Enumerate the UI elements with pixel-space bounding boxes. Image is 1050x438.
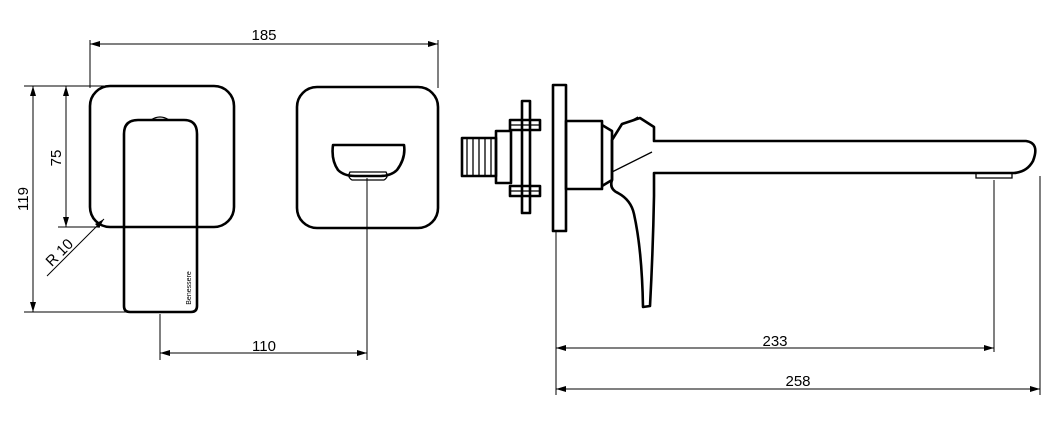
connector-collar xyxy=(494,129,513,185)
dim-label-r10: R 10 xyxy=(43,236,77,270)
dim-label-75: 75 xyxy=(48,150,65,167)
dim-label-233: 233 xyxy=(762,333,787,350)
dim-label-110: 110 xyxy=(252,338,276,355)
lever-top-cap xyxy=(150,116,170,121)
spout-body xyxy=(609,116,1037,309)
mixer-plate-front-view: Benessere xyxy=(88,84,236,314)
dimension-lines xyxy=(24,40,1041,395)
spout-aerator-side xyxy=(975,173,1013,179)
spout-outlet-front xyxy=(331,143,406,178)
dimension-labels: 185 119 75 R 10 110 233 258 xyxy=(15,27,811,390)
spout-aerator-front xyxy=(348,171,388,181)
mounting-bracket xyxy=(520,99,532,215)
dim-label-119: 119 xyxy=(15,187,32,211)
brand-mark: Benessere xyxy=(186,271,193,305)
mixer-lever-handle xyxy=(122,118,199,314)
dim-label-258: 258 xyxy=(785,373,810,390)
mixer-cover-plate xyxy=(88,84,236,229)
wall-plate-side xyxy=(551,83,568,233)
dim-label-185: 185 xyxy=(251,27,276,44)
spout-side-view xyxy=(460,83,1037,309)
